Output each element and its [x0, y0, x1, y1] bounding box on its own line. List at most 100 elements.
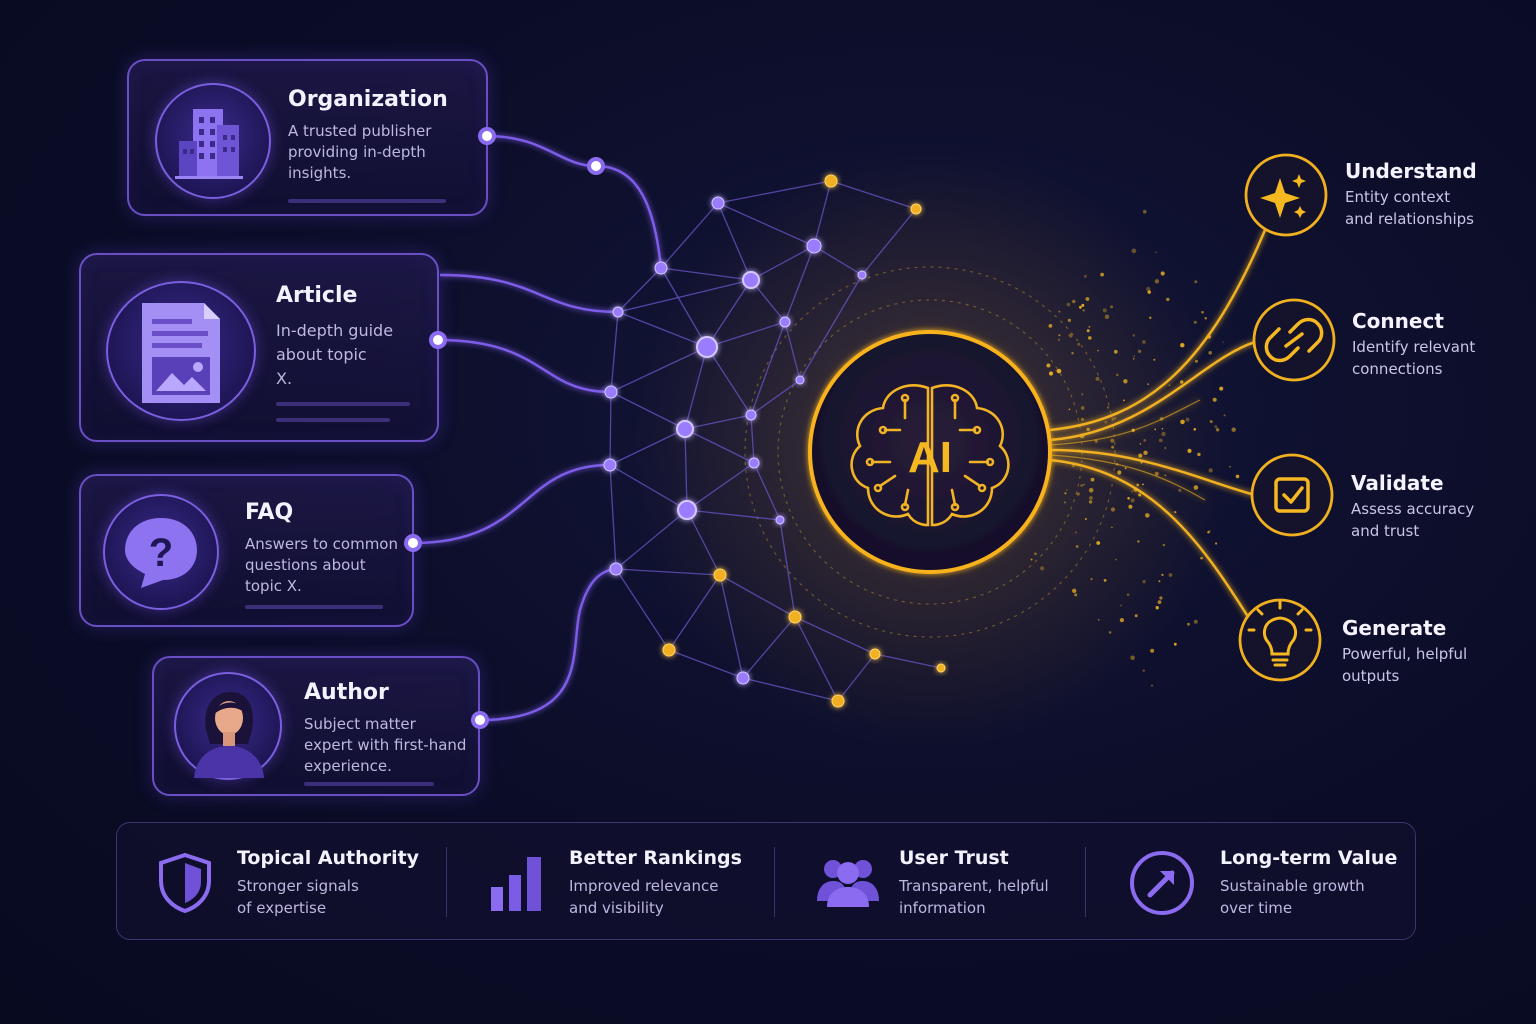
glow-particle [1084, 518, 1087, 520]
benefit-long-term-value[interactable]: Long-term Value Sustainable growth over … [1086, 823, 1416, 941]
glow-particle [1139, 443, 1142, 445]
benefit-user-trust[interactable]: User Trust Transparent, helpful informat… [775, 823, 1085, 941]
glow-particle [1079, 305, 1082, 309]
glow-particle [1137, 540, 1140, 543]
glow-particle [1187, 622, 1190, 626]
entity-card-author[interactable]: Author Subject matter expert with first-… [152, 656, 480, 796]
glow-particle [1074, 593, 1078, 597]
benefit-description: Sustainable growth over time [1220, 877, 1365, 917]
entity-description: In-depth guide about topic X. [276, 321, 394, 388]
glow-particle [1161, 573, 1164, 577]
glow-particle [1088, 500, 1093, 504]
network-edge [813, 245, 863, 276]
glow-particle [1100, 272, 1104, 277]
connector-faq [412, 463, 611, 545]
glow-particle [1212, 397, 1217, 402]
glow-particle [1222, 341, 1224, 343]
network-node [869, 648, 881, 660]
output-description: Identify relevant connections [1352, 338, 1476, 378]
benefit-better-rankings[interactable]: Better Rankings Improved relevance and v… [447, 823, 775, 941]
connector-article-top [439, 273, 619, 314]
glow-particle [1072, 299, 1076, 304]
glow-particle [1166, 297, 1170, 302]
network-edge [617, 267, 662, 313]
glow-particle [1142, 669, 1146, 672]
benefit-title: Long-term Value [1220, 847, 1398, 869]
entity-title: Author [304, 680, 389, 705]
entity-card-organization[interactable]: Organization A trusted publisher providi… [127, 59, 488, 216]
glow-particle [1178, 488, 1182, 492]
network-edge [717, 180, 832, 204]
glow-particle [1154, 428, 1157, 431]
network-edge [617, 311, 708, 348]
glow-particle [1058, 310, 1061, 313]
network-edge [684, 428, 688, 511]
glow-particle [1058, 338, 1060, 341]
glow-particle [1164, 474, 1167, 477]
glow-particle [1095, 376, 1100, 381]
glow-particle [1161, 431, 1166, 437]
glow-particle [1080, 417, 1085, 421]
glow-particle [1150, 648, 1155, 653]
glow-particle [1204, 317, 1207, 320]
glow-particle [1127, 497, 1130, 500]
output-description: Entity context and relationships [1345, 188, 1474, 228]
entity-card-article[interactable]: Article In-depth guide about topic X. [79, 253, 439, 442]
network-node [857, 270, 867, 280]
network-edge [609, 428, 686, 466]
glow-particle [1154, 279, 1160, 284]
glow-particle [1229, 465, 1231, 468]
glow-particle [1077, 342, 1081, 346]
network-edge [610, 346, 708, 393]
glow-particle [1082, 309, 1085, 312]
glow-particle [1157, 600, 1162, 604]
glow-particle [1147, 383, 1150, 386]
network-edge [617, 279, 752, 313]
network-node [612, 306, 624, 318]
glow-particle [1120, 604, 1122, 607]
glow-particle [1161, 427, 1164, 430]
network-edge [686, 462, 755, 511]
glow-particle [1110, 438, 1115, 443]
glow-particle [1076, 492, 1080, 496]
glow-particle [1117, 470, 1122, 475]
glow-particle [1136, 483, 1139, 487]
glow-particle [1209, 420, 1213, 424]
network-edge [615, 568, 721, 576]
shield-icon [159, 852, 211, 913]
glow-particle [1142, 209, 1147, 214]
glow-particle [1150, 684, 1154, 687]
glow-particle [1180, 419, 1185, 425]
entity-title: Article [276, 283, 358, 308]
glow-particle [1085, 297, 1090, 301]
benefit-topical-authority[interactable]: Topical Authority Stronger signals of ex… [117, 823, 447, 941]
benefit-description: Improved relevance and visibility [569, 877, 719, 917]
output-circle-generate [1238, 598, 1322, 682]
glow-particle [1058, 334, 1061, 337]
glow-particle [1187, 448, 1192, 453]
network-node [711, 196, 725, 210]
glow-particle [1138, 493, 1142, 497]
network-node [779, 316, 791, 328]
output-title: Validate [1351, 471, 1444, 495]
glow-particle [1173, 642, 1177, 646]
glow-particle [1131, 490, 1133, 493]
benefit-title: User Trust [899, 847, 1009, 869]
svg-text:?: ? [149, 531, 173, 575]
glow-particle [1128, 504, 1133, 509]
network-edge [799, 274, 863, 381]
output-title: Understand [1345, 159, 1477, 183]
network-edge [837, 653, 876, 702]
glow-particle [1126, 593, 1130, 596]
glow-particle [1080, 406, 1085, 410]
glow-particle [1088, 325, 1091, 328]
network-edge [686, 509, 721, 576]
entity-title: Organization [288, 87, 448, 112]
glow-particle [1142, 483, 1144, 486]
glow-particle [1064, 492, 1067, 495]
connector-author [479, 567, 617, 722]
glow-particle [1133, 355, 1136, 357]
glow-particle [1068, 408, 1071, 411]
